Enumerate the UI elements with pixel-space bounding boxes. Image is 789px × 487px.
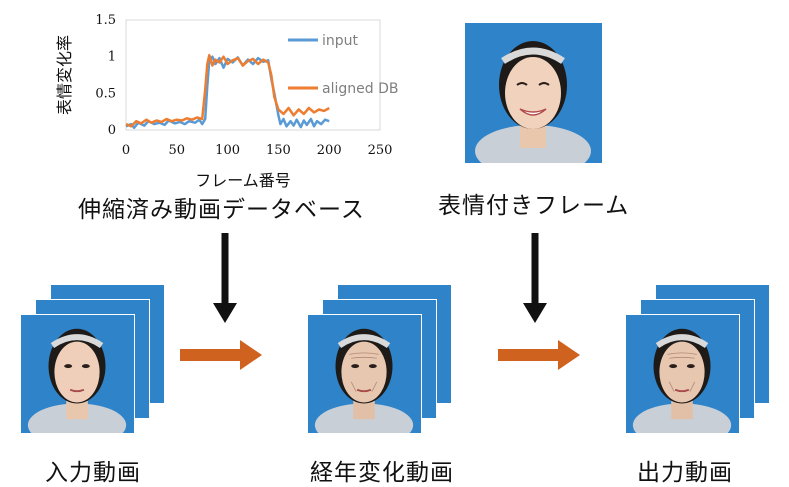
aging-video-caption: 経年変化動画 (310, 460, 454, 486)
right-arrow-icon (180, 340, 262, 370)
x-tick-label: 50 (169, 143, 186, 158)
x-tick-label: 150 (266, 143, 291, 158)
y-tick-label: 1 (108, 50, 116, 65)
aged-face-image (308, 315, 421, 433)
neutral-face-image (21, 315, 134, 433)
x-tick-label: 250 (368, 143, 393, 158)
y-axis-label: 表情変化率 (55, 35, 74, 115)
legend-label: input (322, 33, 359, 49)
video-frame (20, 314, 135, 434)
db-caption: 伸縮済み動画データベース (78, 197, 365, 223)
x-tick-label: 100 (215, 143, 240, 158)
expression-frame-photo (465, 23, 602, 163)
video-frame (625, 314, 740, 434)
series-line-input (125, 55, 330, 130)
right-arrow-icon (498, 340, 580, 370)
y-tick-label: 1.5 (95, 13, 116, 28)
chart-axes: 0 0.5 1 1.5 0 50 100 150 200 250 フレーム番号 表情変化率 (55, 13, 392, 190)
aging-video-stack (307, 284, 457, 434)
down-arrow-icon (213, 233, 237, 323)
x-axis-label: フレーム番号 (195, 171, 291, 190)
smiling-face-image (465, 23, 602, 163)
output-video-stack (625, 284, 775, 434)
expression-frame-caption: 表情付きフレーム (438, 193, 630, 219)
output-video-caption: 出力動画 (637, 460, 733, 486)
expression-change-chart: 0 0.5 1 1.5 0 50 100 150 200 250 フレーム番号 表情変化率 input… (55, 13, 398, 190)
video-frame (307, 314, 422, 434)
series-line-aligned-db (125, 53, 330, 128)
y-tick-label: 0 (108, 123, 116, 138)
aged-expression-face-image (626, 315, 739, 433)
x-tick-label: 200 (317, 143, 342, 158)
input-video-caption: 入力動画 (45, 460, 141, 486)
y-tick-label: 0.5 (95, 86, 116, 101)
chart-series (125, 53, 330, 130)
plot-area (125, 19, 381, 131)
input-video-stack (20, 284, 170, 434)
legend-label: aligned DB (322, 81, 398, 97)
chart-legend: input aligned DB (288, 33, 398, 97)
x-tick-label: 0 (122, 143, 130, 158)
down-arrow-icon (523, 233, 547, 323)
